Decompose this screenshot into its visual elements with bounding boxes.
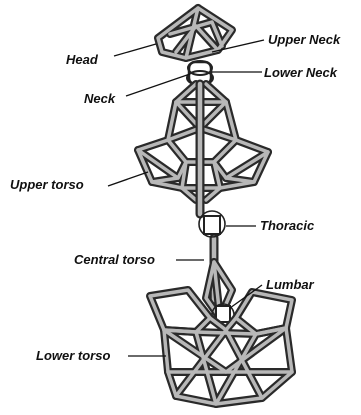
- central-torso-label: Central torso: [74, 252, 155, 267]
- thoracic-label: Thoracic: [260, 218, 315, 233]
- lumbar-label: Lumbar: [266, 277, 315, 292]
- upper-torso-label: Upper torso: [10, 177, 84, 192]
- thoracic-joint: [199, 211, 225, 237]
- upper-neck-label: Upper Neck: [268, 32, 341, 47]
- head-label: Head: [66, 52, 99, 67]
- lower-torso-label: Lower torso: [36, 348, 110, 363]
- head-leader: [114, 44, 156, 56]
- upper-torso-leader: [108, 172, 148, 186]
- lower-neck-label: Lower Neck: [264, 65, 338, 80]
- neck-label: Neck: [84, 91, 116, 106]
